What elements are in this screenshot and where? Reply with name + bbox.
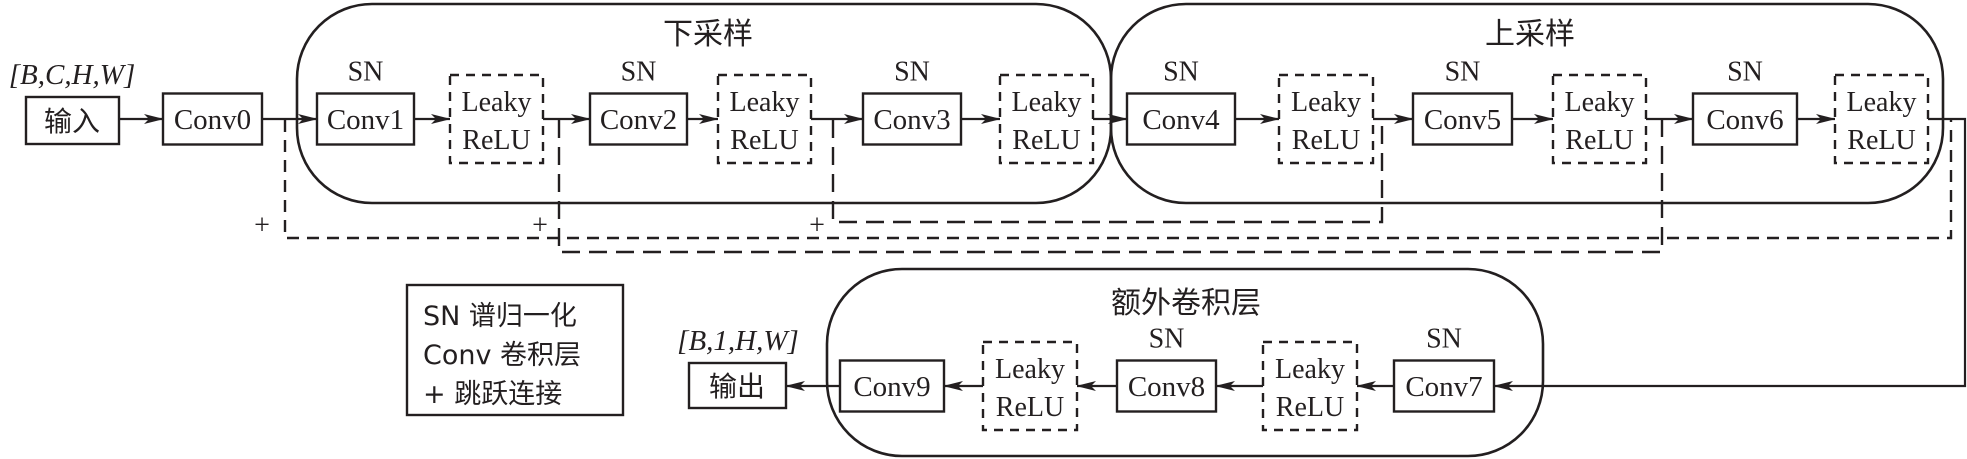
conv-node-4: Conv4 SN (1125, 57, 1237, 146)
conv-node-0: Conv0 (161, 92, 264, 146)
skip-plus-outer: + (254, 210, 270, 241)
skip-plus-middle: + (532, 210, 548, 241)
conv-node-2: Conv2 SN (588, 57, 689, 146)
skip-connections: + + + (254, 120, 1953, 254)
leaky-relu-line2: ReLU (996, 392, 1064, 423)
leaky-relu-line2: ReLU (1276, 392, 1344, 423)
leaky-relu-line1: Leaky (1565, 87, 1635, 118)
sn-label: SN (1727, 57, 1763, 88)
conv-node-8: Conv8 SN (1115, 324, 1218, 413)
leaky-relu-line2: ReLU (1012, 125, 1080, 156)
conv-label: Conv8 (1128, 371, 1205, 403)
conv-label: Conv0 (174, 104, 251, 136)
conv-node-7: Conv7 SN (1392, 324, 1496, 413)
sn-label: SN (1163, 57, 1199, 88)
input-node: 输入 (24, 95, 121, 146)
upsample-title: 上采样 (1485, 17, 1575, 52)
conv-label: Conv2 (600, 104, 677, 136)
conv-label: Conv6 (1706, 104, 1783, 136)
skip-connection-middle (557, 120, 1664, 254)
flow-connector-to-conv7 (1493, 117, 1967, 391)
output-node: 输出 (687, 361, 788, 410)
legend-conv: Conv 卷积层 (423, 340, 581, 371)
skip-connection-outer (283, 120, 1953, 240)
leaky-relu-line2: ReLU (462, 125, 530, 156)
conv-node-5: Conv5 SN (1411, 57, 1514, 146)
leaky-relu-line1: Leaky (1847, 87, 1917, 118)
conv-label: Conv4 (1142, 104, 1220, 136)
leaky-relu-line1: Leaky (1291, 87, 1361, 118)
leaky-relu-line2: ReLU (1292, 125, 1360, 156)
conv-node-6: Conv6 SN (1691, 57, 1799, 146)
leaky-relu-line1: Leaky (995, 354, 1065, 385)
legend-skip: + 跳跃连接 (423, 379, 562, 410)
sn-label: SN (1426, 324, 1462, 355)
sn-label: SN (348, 57, 384, 88)
sn-label: SN (1149, 324, 1185, 355)
extra-conv-title: 额外卷积层 (1111, 286, 1261, 321)
upsample-group (1109, 2, 1945, 205)
extra-conv-group (825, 267, 1545, 458)
sn-label: SN (621, 57, 657, 88)
conv-label: Conv3 (873, 104, 950, 136)
downsample-title: 下采样 (663, 17, 753, 52)
leaky-relu-line1: Leaky (1012, 87, 1082, 118)
input-shape-label: [B,C,H,W] (9, 59, 135, 91)
legend-sn: SN 谱归一化 (423, 301, 577, 332)
conv-label: Conv1 (327, 104, 404, 136)
output-shape-label: [B,1,H,W] (677, 325, 799, 357)
leaky-relu-line2: ReLU (1565, 125, 1633, 156)
conv-node-9: Conv9 (838, 359, 946, 413)
leaky-relu-line1: Leaky (462, 87, 532, 118)
conv-node-3: Conv3 SN (861, 57, 963, 146)
leaky-relu-line1: Leaky (1275, 354, 1345, 385)
conv-label: Conv9 (853, 371, 930, 403)
leaky-relu-line1: Leaky (730, 87, 800, 118)
legend: SN 谱归一化 Conv 卷积层 + 跳跃连接 (405, 283, 625, 417)
skip-connection-inner (831, 120, 1384, 224)
sn-label: SN (894, 57, 930, 88)
conv-node-1: Conv1 SN (315, 57, 416, 146)
flow-arrows (119, 114, 1967, 391)
leaky-relu-line2: ReLU (1847, 125, 1915, 156)
conv-label: Conv7 (1405, 371, 1482, 403)
skip-plus-inner: + (809, 210, 825, 241)
output-label: 输出 (709, 370, 765, 403)
sn-label: SN (1445, 57, 1481, 88)
conv-label: Conv5 (1424, 104, 1501, 136)
leaky-relu-line2: ReLU (730, 125, 798, 156)
input-label: 输入 (44, 105, 100, 138)
